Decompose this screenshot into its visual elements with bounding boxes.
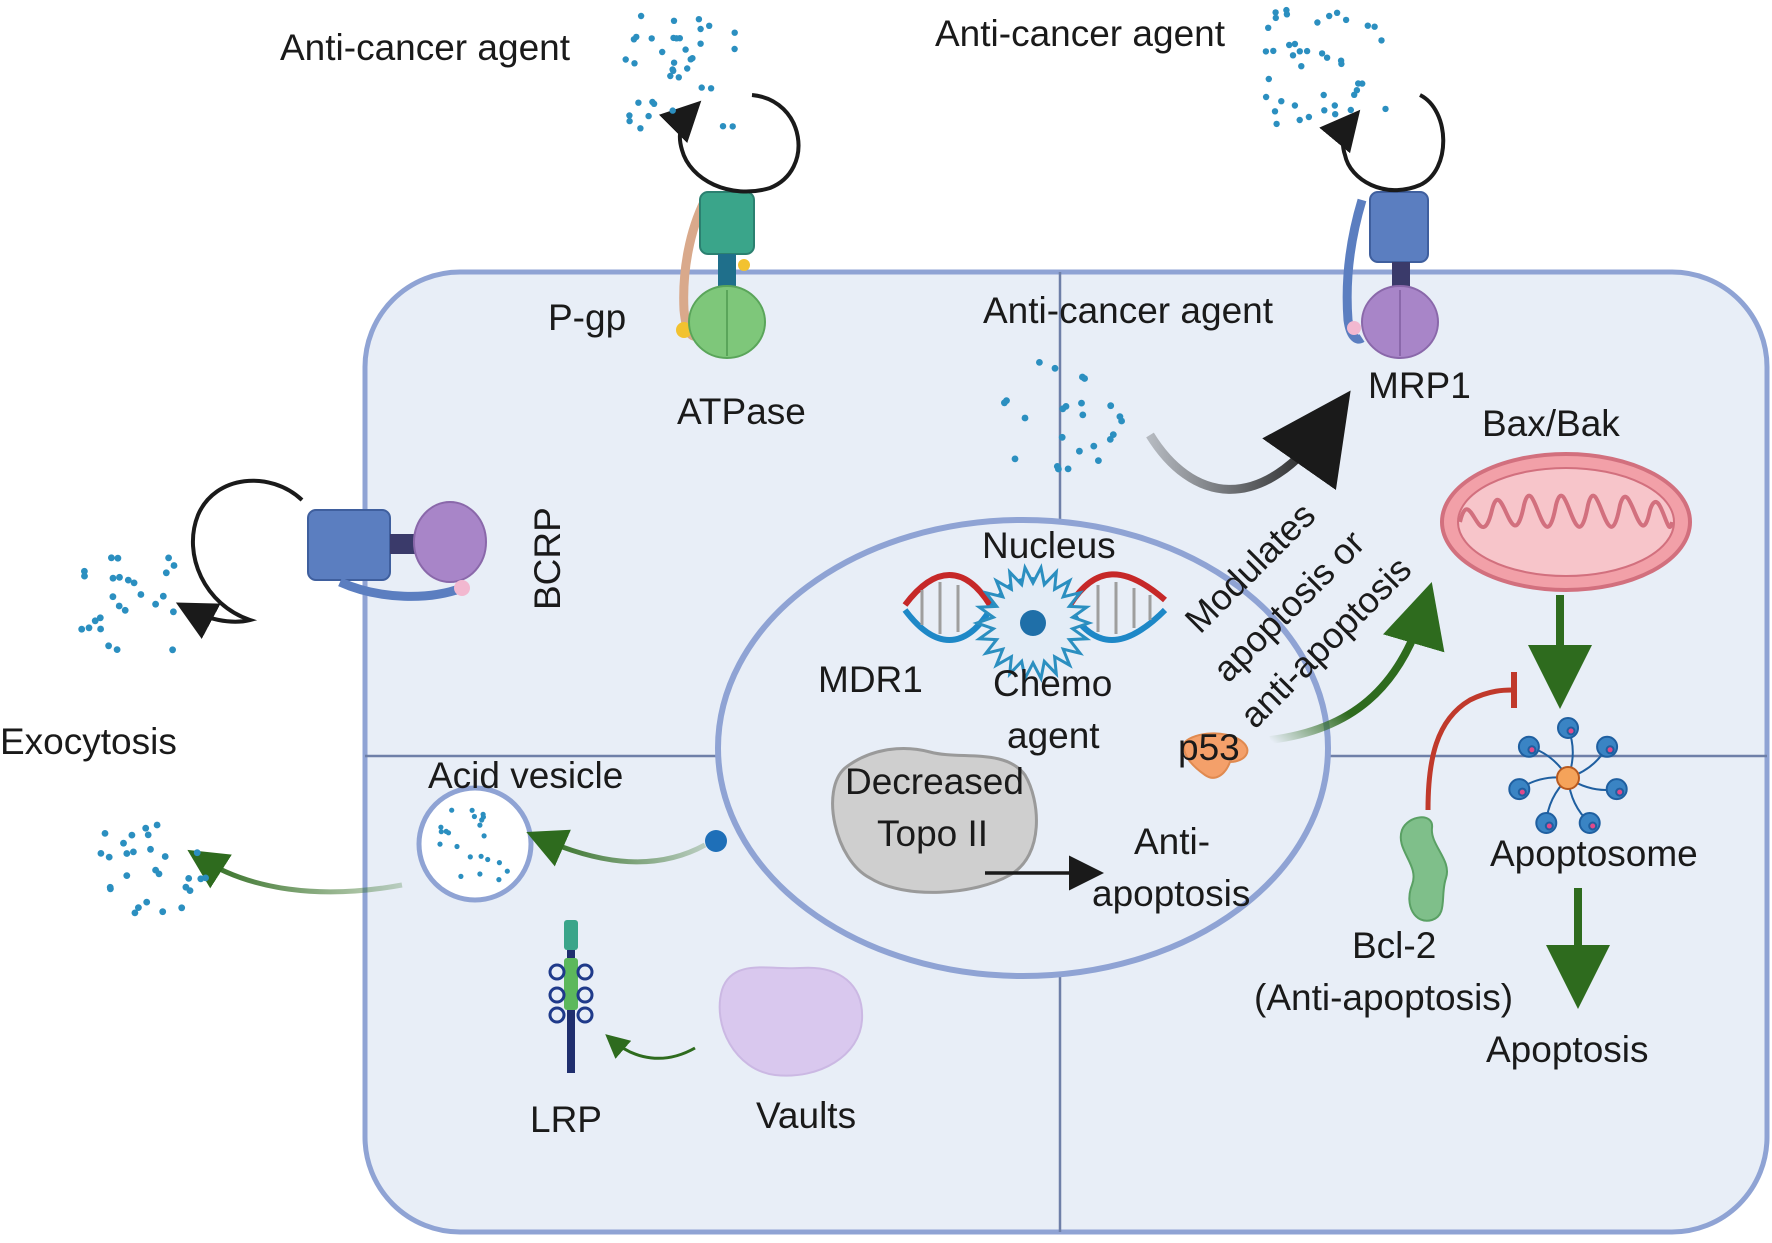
drug-dot-clusters <box>78 6 1389 917</box>
vesicle-to-exocytosis-arrow <box>187 849 403 895</box>
label-bax-bak: Bax/Bak <box>1482 403 1620 444</box>
vaults-to-lrp-arrow <box>605 1034 696 1060</box>
mrp1-efflux-loop-arrow <box>1319 93 1446 193</box>
drug-to-mrp1-arrow <box>1146 390 1351 494</box>
label-chemo-line2: agent <box>1007 715 1100 756</box>
acid-vesicle-icon <box>416 785 534 903</box>
label-anticancer-top-right: Anti-cancer agent <box>935 13 1226 54</box>
label-apoptosome: Apoptosome <box>1490 833 1698 874</box>
label-nucleus: Nucleus <box>982 525 1116 566</box>
chemo-agent-icon <box>972 563 1094 683</box>
label-topo-ii: Topo II <box>877 813 988 854</box>
apoptosome-icon <box>1508 717 1628 834</box>
label-mrp1: MRP1 <box>1368 365 1471 406</box>
label-pgp: P-gp <box>548 297 626 338</box>
label-decreased: Decreased <box>845 761 1024 802</box>
pgp-efflux-loop-arrow <box>658 93 801 194</box>
bcl2-protein-icon <box>1399 816 1449 922</box>
vesicle-source-dot <box>705 830 727 852</box>
label-anti-line2: apoptosis <box>1092 873 1250 914</box>
vaults-icon <box>718 966 864 1077</box>
bcrp-transporter <box>307 501 487 601</box>
label-bcrp: BCRP <box>527 507 568 610</box>
label-atpase: ATPase <box>677 391 806 432</box>
lrp-protein-icon <box>548 920 594 1073</box>
p53-protein-icon <box>1183 732 1249 779</box>
topo-ii-blob <box>831 747 1038 894</box>
p53-to-mitochondria-arrow <box>1269 581 1445 744</box>
bcrp-efflux-loop-arrow <box>175 478 304 639</box>
label-anticancer-top-left: Anti-cancer agent <box>280 27 571 68</box>
pgp-transporter <box>676 191 766 359</box>
label-apoptosis: Apoptosis <box>1486 1029 1649 1070</box>
bcl2-inhibition-line <box>1425 687 1513 811</box>
label-chemo-line1: Chemo <box>993 663 1112 704</box>
label-bcl2: Bcl-2 <box>1352 925 1436 966</box>
dot-to-vesicle-arrow <box>526 829 707 867</box>
label-anti-line1: Anti- <box>1134 821 1210 862</box>
label-p53: p53 <box>1178 727 1240 768</box>
label-lrp: LRP <box>530 1099 602 1140</box>
mrp1-transporter <box>1342 191 1439 359</box>
label-mdr1: MDR1 <box>818 659 923 700</box>
label-bcl2-anti: (Anti-apoptosis) <box>1254 977 1513 1018</box>
label-acid-vesicle: Acid vesicle <box>428 755 623 796</box>
label-exocytosis: Exocytosis <box>0 721 177 762</box>
label-anticancer-inside: Anti-cancer agent <box>983 290 1274 331</box>
label-vaults: Vaults <box>756 1095 856 1136</box>
mitochondria-icon <box>1440 452 1692 592</box>
